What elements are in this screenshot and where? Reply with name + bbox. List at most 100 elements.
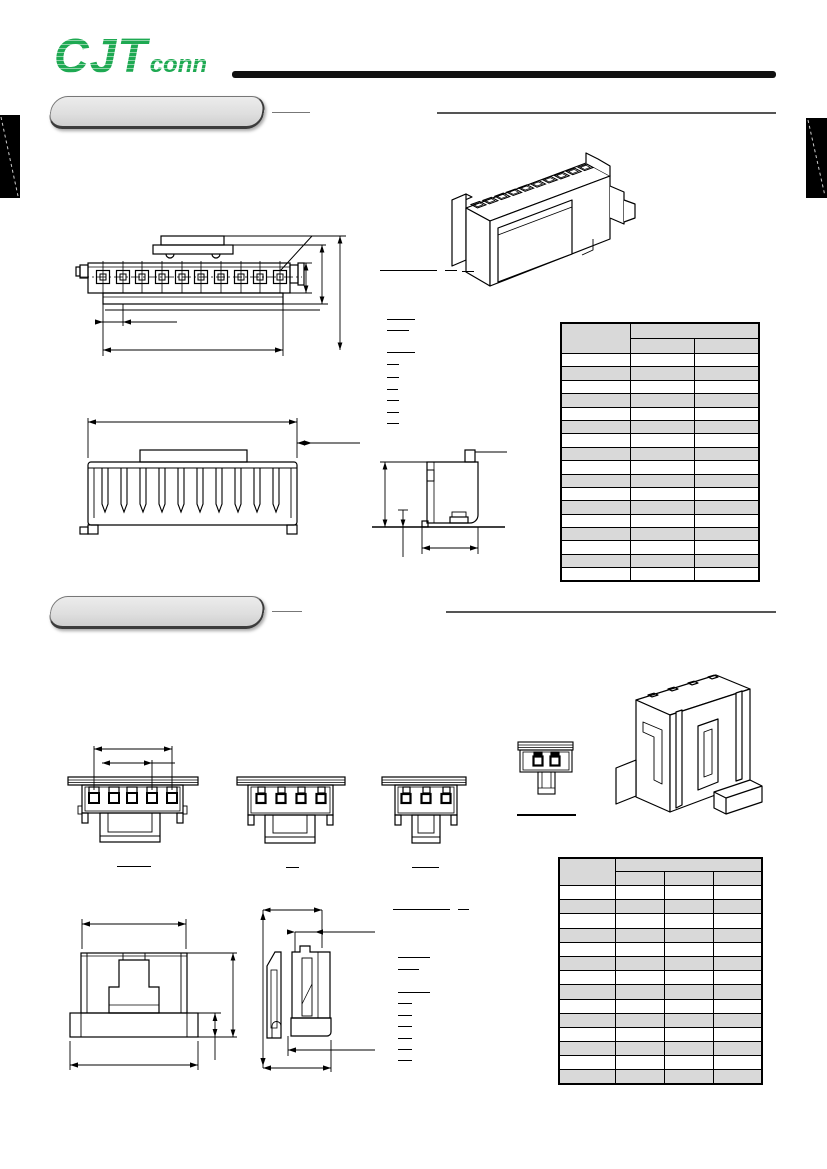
front-view-2pos-drawing xyxy=(517,741,574,795)
table-cell xyxy=(712,1055,763,1071)
table-cell xyxy=(694,433,760,448)
dimension-table-2 xyxy=(558,857,763,1086)
table-row xyxy=(558,970,763,986)
table-cell xyxy=(663,941,714,957)
table-cell xyxy=(663,998,714,1014)
table-row xyxy=(560,540,760,555)
table-row xyxy=(558,1041,763,1057)
table-cell xyxy=(712,1069,763,1085)
table-cell xyxy=(558,998,616,1014)
table-cell xyxy=(663,970,714,986)
table-cell xyxy=(615,984,665,1000)
table-cell xyxy=(694,527,760,542)
isometric-header-drawing xyxy=(615,674,763,815)
table-cell xyxy=(663,984,714,1000)
table-cell xyxy=(615,998,665,1014)
table-cell xyxy=(560,460,631,475)
table-cell xyxy=(560,553,631,569)
table-cell xyxy=(558,970,616,986)
table-cell xyxy=(615,955,665,972)
pill-leader-line-2 xyxy=(272,611,302,613)
section-1-rule xyxy=(437,112,776,114)
table-cell xyxy=(558,1055,616,1071)
table-row xyxy=(560,513,760,529)
front-view-4pos-drawing xyxy=(236,776,346,844)
table-cell xyxy=(558,955,616,972)
table-cell xyxy=(560,379,631,395)
table-row xyxy=(560,433,760,448)
table-cell xyxy=(615,857,763,873)
bottom-view-10pos-drawing xyxy=(79,418,360,535)
table-cell xyxy=(629,379,696,395)
table-cell xyxy=(694,460,760,475)
table-cell xyxy=(712,1026,763,1043)
logo-sub-text: conn xyxy=(149,51,208,78)
table-cell xyxy=(694,473,760,488)
section-2-rule xyxy=(446,611,776,613)
table-row xyxy=(560,473,760,488)
table-cell xyxy=(663,955,714,972)
table-cell xyxy=(629,433,696,448)
table-cell xyxy=(663,899,714,915)
table-cell xyxy=(712,998,763,1014)
table-row xyxy=(560,446,760,462)
table-row xyxy=(560,352,760,368)
table-cell xyxy=(629,406,696,421)
table-cell xyxy=(558,857,616,886)
table-row xyxy=(560,406,760,421)
table-cell xyxy=(629,553,696,569)
table-cell xyxy=(615,1012,665,1028)
page-edge-tab-right xyxy=(806,118,827,198)
table-cell xyxy=(694,366,760,381)
side-view-drawing xyxy=(260,907,375,1072)
page-edge-tab-left xyxy=(0,115,20,198)
table-cell xyxy=(560,393,631,408)
table-cell xyxy=(712,871,763,886)
table-cell xyxy=(712,1012,763,1028)
table-cell xyxy=(560,500,631,515)
table-cell xyxy=(694,486,760,502)
table-cell xyxy=(615,970,665,986)
table-row xyxy=(560,486,760,502)
table-cell xyxy=(558,913,616,929)
table-cell xyxy=(630,322,760,340)
table-cell xyxy=(560,406,631,421)
table-cell xyxy=(712,941,763,957)
table-row xyxy=(560,419,760,435)
table-cell xyxy=(560,322,631,354)
table-cell xyxy=(629,513,696,529)
section-1-title-pill xyxy=(47,96,267,129)
table-cell xyxy=(694,379,760,395)
caption-line-5pos xyxy=(117,866,151,868)
table-cell xyxy=(615,1069,665,1085)
table-cell xyxy=(629,540,696,555)
table-cell xyxy=(560,527,631,542)
caption-line-2pos xyxy=(517,814,576,816)
edge-tab-diagonal xyxy=(0,116,19,197)
table-cell xyxy=(615,1055,665,1071)
table-cell xyxy=(560,446,631,462)
table-cell xyxy=(663,913,714,929)
caption-line-3pos xyxy=(412,867,439,869)
table-cell xyxy=(663,1012,714,1028)
table-row xyxy=(560,366,760,381)
table-row xyxy=(560,567,760,582)
table-cell xyxy=(663,1055,714,1071)
table-row xyxy=(558,1069,763,1085)
table-cell xyxy=(694,513,760,529)
table-cell xyxy=(694,567,760,582)
table-cell xyxy=(694,553,760,569)
table-cell xyxy=(615,884,665,901)
table-cell xyxy=(560,473,631,488)
table-cell xyxy=(663,1026,714,1043)
isometric-crimp-housing-drawing xyxy=(451,152,636,287)
table-cell xyxy=(663,1041,714,1057)
table-row xyxy=(558,984,763,1000)
table-cell xyxy=(560,513,631,529)
table-cell xyxy=(558,984,616,1000)
table-row xyxy=(560,379,760,395)
table-cell xyxy=(629,527,696,542)
side-section-view-drawing xyxy=(372,449,507,557)
table-cell xyxy=(615,871,665,886)
